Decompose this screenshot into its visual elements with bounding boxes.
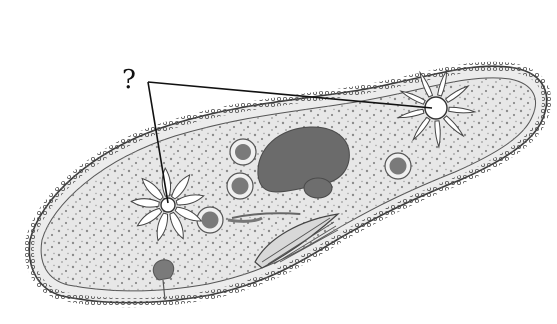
question-mark-label: ? <box>122 65 136 95</box>
food-vacuole <box>227 173 253 199</box>
food-vacuole <box>230 139 256 165</box>
food-vacuole <box>385 153 411 179</box>
micronucleus <box>304 178 332 198</box>
